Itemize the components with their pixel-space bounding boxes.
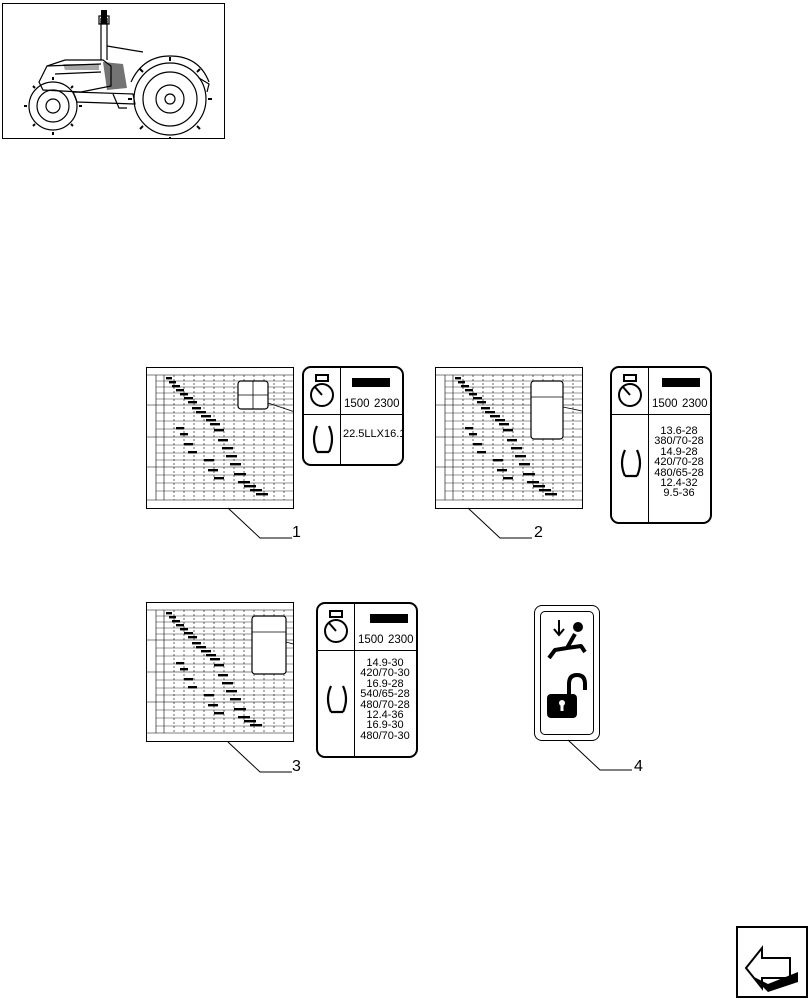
tachometer-icon (324, 610, 348, 643)
tire-size: 540/65-28 (360, 688, 410, 701)
tire-size: 16.9-28 (366, 677, 404, 690)
unlocked-padlock-icon (547, 672, 587, 718)
tire-size: 12.4-36 (366, 709, 404, 722)
spec-panel-3: 1500 2300 14.9-30 420/70-30 16.9-28 540/… (316, 602, 418, 758)
callout-2: 2 (534, 524, 543, 541)
tachometer-icon (310, 374, 334, 407)
tire-size: 480/65-28 (654, 466, 704, 479)
speed-low: 1500 (358, 634, 384, 646)
speed-bar (352, 378, 390, 387)
tire-size: 420/70-30 (360, 667, 410, 680)
spec-panel-2: 1500 2300 13.6-28 380/70-28 14.9-28 420/… (610, 366, 712, 524)
tire-size: 14.9-28 (660, 445, 698, 458)
safety-decal-4 (534, 605, 600, 741)
speed-high: 2300 (374, 398, 400, 410)
tire-size: 480/70-28 (360, 698, 410, 711)
speed-bar (662, 378, 700, 387)
tractor-illustration (24, 10, 212, 141)
tire-icon (326, 685, 348, 714)
leader-line-2 (467, 507, 532, 539)
tire-size: 480/70-30 (360, 729, 410, 742)
tire-size: 14.9-30 (366, 657, 404, 669)
tire-size: 380/70-28 (654, 435, 704, 448)
speed-chart-3 (146, 602, 294, 742)
leader-line-3 (227, 741, 292, 773)
speed-high: 2300 (682, 398, 708, 410)
tractor-thumbnail-frame (2, 3, 225, 141)
speed-low: 1500 (344, 398, 370, 410)
leader-line-1 (227, 507, 292, 539)
seated-operator-icon (547, 620, 587, 660)
callout-1: 1 (292, 524, 301, 541)
tire-size-list: 13.6-28 380/70-28 14.9-28 420/70-28 480/… (649, 425, 709, 500)
speed-chart-2 (435, 367, 583, 509)
next-page-arrow-icon (744, 945, 798, 992)
tire-icon (620, 449, 642, 478)
next-page-button[interactable] (736, 926, 808, 998)
tire-size: 22.5LLX16.1 (343, 428, 404, 440)
spec-panel-1: 1500 2300 22.5LLX16.1 (302, 366, 404, 466)
speed-bar (370, 614, 408, 623)
speed-chart-1 (146, 367, 294, 509)
tire-size: 13.6-28 (660, 425, 698, 437)
tire-size: 12.4-32 (660, 477, 698, 490)
leader-line-4 (567, 739, 632, 771)
callout-3: 3 (292, 758, 301, 775)
tire-size: 420/70-28 (654, 456, 704, 469)
tire-size: 16.9-30 (366, 719, 404, 732)
tire-size: 9.5-36 (663, 487, 695, 500)
tire-size-list: 14.9-30 420/70-30 16.9-28 540/65-28 480/… (355, 657, 415, 742)
speed-low: 1500 (652, 398, 678, 410)
callout-4: 4 (634, 758, 643, 775)
speed-high: 2300 (388, 634, 414, 646)
tachometer-icon (618, 374, 642, 407)
tire-icon (312, 425, 334, 454)
